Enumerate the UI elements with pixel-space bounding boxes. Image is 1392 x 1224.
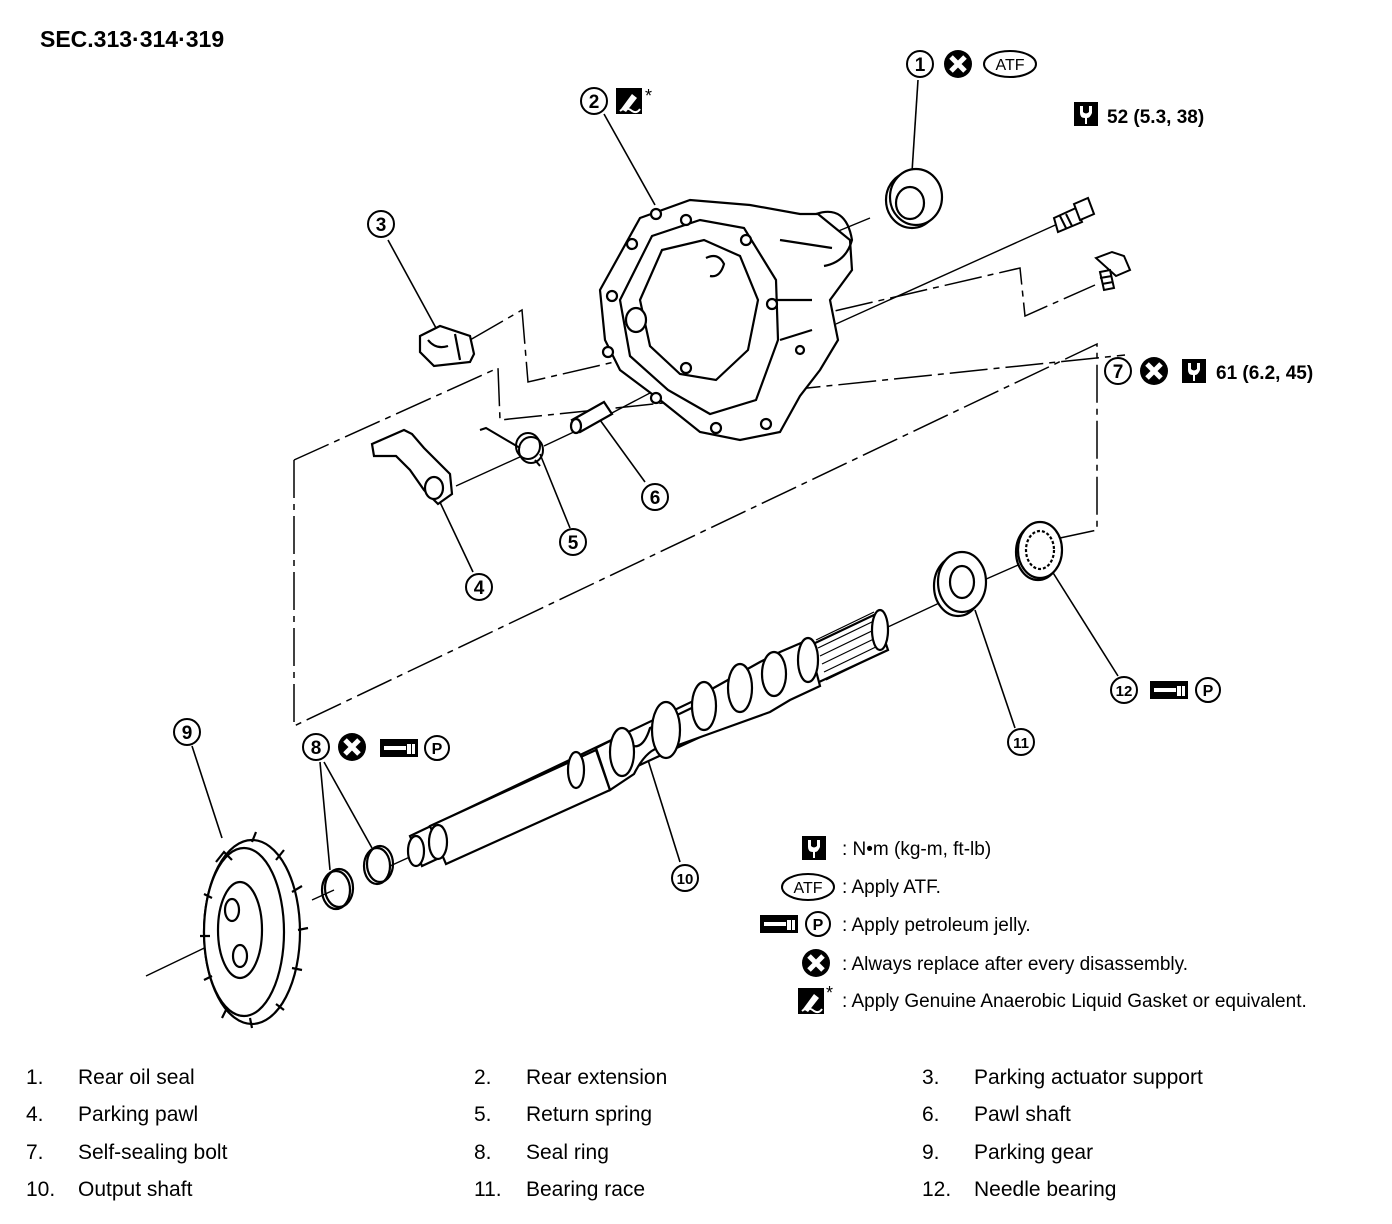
- torque-wrench-icon: [1182, 359, 1206, 383]
- svg-text:9: 9: [182, 723, 193, 744]
- callout-7: 7: [1104, 357, 1132, 385]
- legend-atf-text: : Apply ATF.: [842, 877, 941, 898]
- output-shaft-part: [406, 608, 890, 868]
- petroleum-jelly-icon: [1150, 681, 1188, 699]
- callouts: 1 2 3 4 5 6 7 8: [173, 50, 1138, 892]
- callout-12: 12: [1110, 676, 1138, 704]
- leader-lines: [191, 79, 1119, 871]
- atf-symbol: ATF: [983, 50, 1037, 78]
- callout-11: 11: [1007, 728, 1035, 756]
- torque-wrench-icon: [1074, 102, 1098, 126]
- parking-actuator-support-part: [418, 324, 476, 368]
- gasket-icon: [615, 87, 643, 115]
- legend-atf-icon: ATF: [781, 873, 835, 901]
- svg-text:ATF: ATF: [995, 57, 1024, 74]
- svg-text:10: 10: [677, 871, 694, 888]
- legend-replace-icon: [802, 949, 830, 977]
- seal-ring-parts: [320, 844, 395, 911]
- parking-pawl-part: [370, 428, 454, 506]
- svg-text:P: P: [432, 741, 443, 758]
- svg-text:11: 11: [1013, 735, 1029, 752]
- replace-icon: [338, 733, 366, 761]
- svg-text:ATF: ATF: [793, 880, 822, 897]
- svg-text:6: 6: [650, 488, 661, 509]
- svg-text:12: 12: [1116, 683, 1133, 700]
- replace-icon: [1140, 357, 1168, 385]
- parts-list: 1.Rear oil seal 2.Rear extension 3.Parki…: [26, 1066, 1203, 1201]
- svg-text:P: P: [813, 917, 824, 934]
- petroleum-jelly-icon: [380, 739, 418, 757]
- torque-61-label: 61 (6.2, 45): [1216, 363, 1313, 384]
- legend-replace-text: : Always replace after every disassembly…: [842, 954, 1188, 975]
- self-sealing-bolt-part: [1094, 250, 1132, 292]
- callout-9: 9: [173, 718, 201, 746]
- svg-text:5: 5: [568, 533, 579, 554]
- bolt-upper-part: [1052, 196, 1096, 234]
- replace-icon: [944, 50, 972, 78]
- petroleum-symbol: P: [1195, 677, 1221, 703]
- svg-text:P: P: [1203, 683, 1214, 700]
- svg-text:1: 1: [915, 55, 926, 76]
- svg-text:4: 4: [474, 578, 485, 599]
- gasket-asterisk: *: [645, 86, 652, 106]
- svg-text:8: 8: [311, 738, 322, 759]
- legend-petroleum-symbol: P: [805, 911, 831, 937]
- torque-52-label: 52 (5.3, 38): [1107, 107, 1204, 128]
- legend-gasket-icon: [797, 987, 825, 1015]
- needle-bearing-part: [1014, 520, 1064, 582]
- callout-3: 3: [367, 210, 395, 238]
- parking-gear-part: [200, 831, 309, 1029]
- callout-10: 10: [671, 864, 699, 892]
- callout-4: 4: [465, 573, 493, 601]
- legend-torque-icon: [802, 836, 826, 860]
- legend: : N•m (kg-m, ft-lb) ATF : Apply ATF. P :…: [760, 836, 1307, 1015]
- petroleum-symbol: P: [424, 735, 450, 761]
- legend-gasket-text: : Apply Genuine Anaerobic Liquid Gasket …: [842, 991, 1307, 1012]
- rear-oil-seal-part: [884, 167, 944, 230]
- bearing-race-part: [932, 550, 988, 618]
- svg-text:2: 2: [589, 92, 600, 113]
- legend-torque-text: : N•m (kg-m, ft-lb): [842, 839, 991, 860]
- legend-gasket-asterisk: *: [826, 983, 833, 1003]
- pawl-shaft-part: [569, 400, 614, 435]
- section-title: SEC.313·314·319: [40, 26, 225, 52]
- callout-6: 6: [641, 483, 669, 511]
- callout-2: 2: [580, 87, 608, 115]
- svg-text:3: 3: [376, 215, 387, 236]
- svg-text:7: 7: [1113, 362, 1124, 383]
- return-spring-part: [479, 426, 544, 467]
- rear-extension-part: [598, 198, 854, 442]
- legend-petroleum-text: : Apply petroleum jelly.: [842, 915, 1031, 936]
- callout-8: 8: [302, 733, 330, 761]
- legend-petroleum-jelly-icon: [760, 915, 798, 933]
- callout-5: 5: [559, 528, 587, 556]
- callout-1: 1: [906, 50, 934, 78]
